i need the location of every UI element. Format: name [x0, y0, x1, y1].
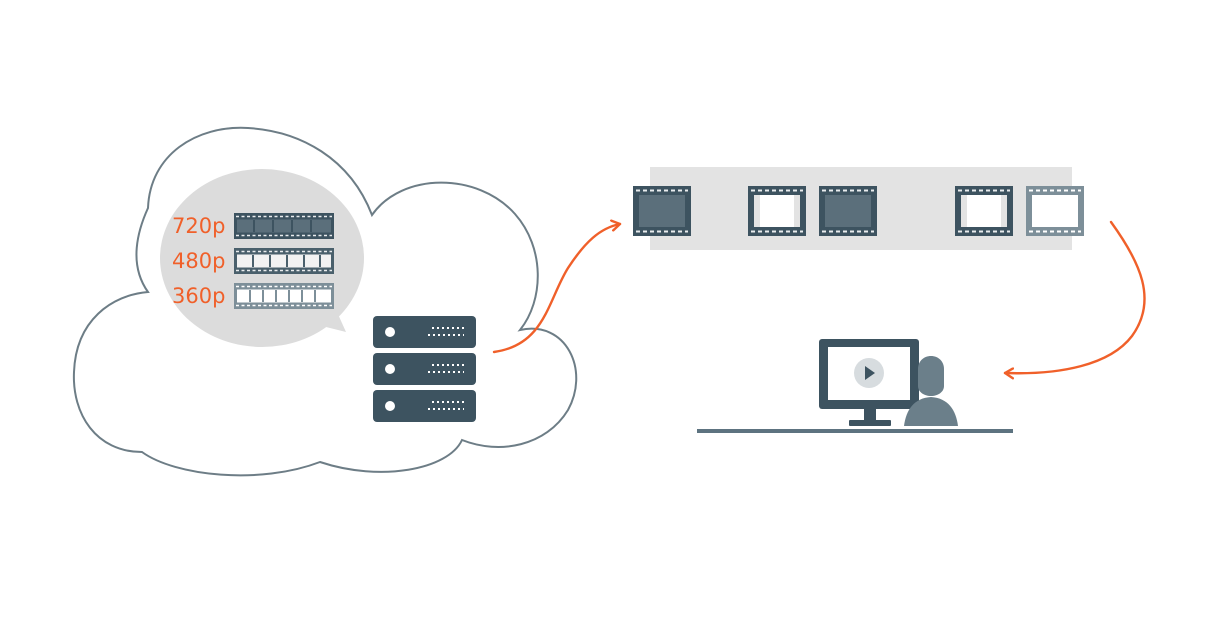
server-unit: [373, 353, 476, 385]
server-unit: [373, 316, 476, 348]
viewer: [697, 339, 1013, 433]
arrow-icon: [1003, 220, 1146, 373]
resolution-label: 480p: [172, 249, 225, 273]
film-frame-icon: [819, 186, 877, 236]
film-strip-icon: [234, 213, 334, 239]
server-unit: [373, 390, 476, 422]
resolution-row-480p: 480p: [172, 248, 334, 274]
film-frame-icon: [633, 186, 691, 236]
resolution-row-360p: 360p: [172, 283, 334, 309]
resolution-row-720p: 720p: [172, 213, 334, 239]
monitor-icon: [819, 339, 919, 426]
film-strip-icon: [234, 248, 334, 274]
resolution-label: 360p: [172, 284, 225, 308]
resolution-label: 720p: [172, 214, 225, 238]
play-icon: [854, 358, 884, 388]
resolution-list: 720p 480p: [172, 213, 334, 309]
film-frame-icon: [955, 186, 1013, 236]
server-rack-icon: [373, 316, 476, 422]
film-frame-icon: [1026, 186, 1084, 236]
desk-line: [697, 429, 1013, 433]
arrow-icon: [492, 224, 622, 354]
stream-frames: [633, 186, 1084, 236]
film-strip-icon: [234, 283, 334, 309]
film-frame-icon: [748, 186, 806, 236]
user-icon: [904, 356, 958, 426]
